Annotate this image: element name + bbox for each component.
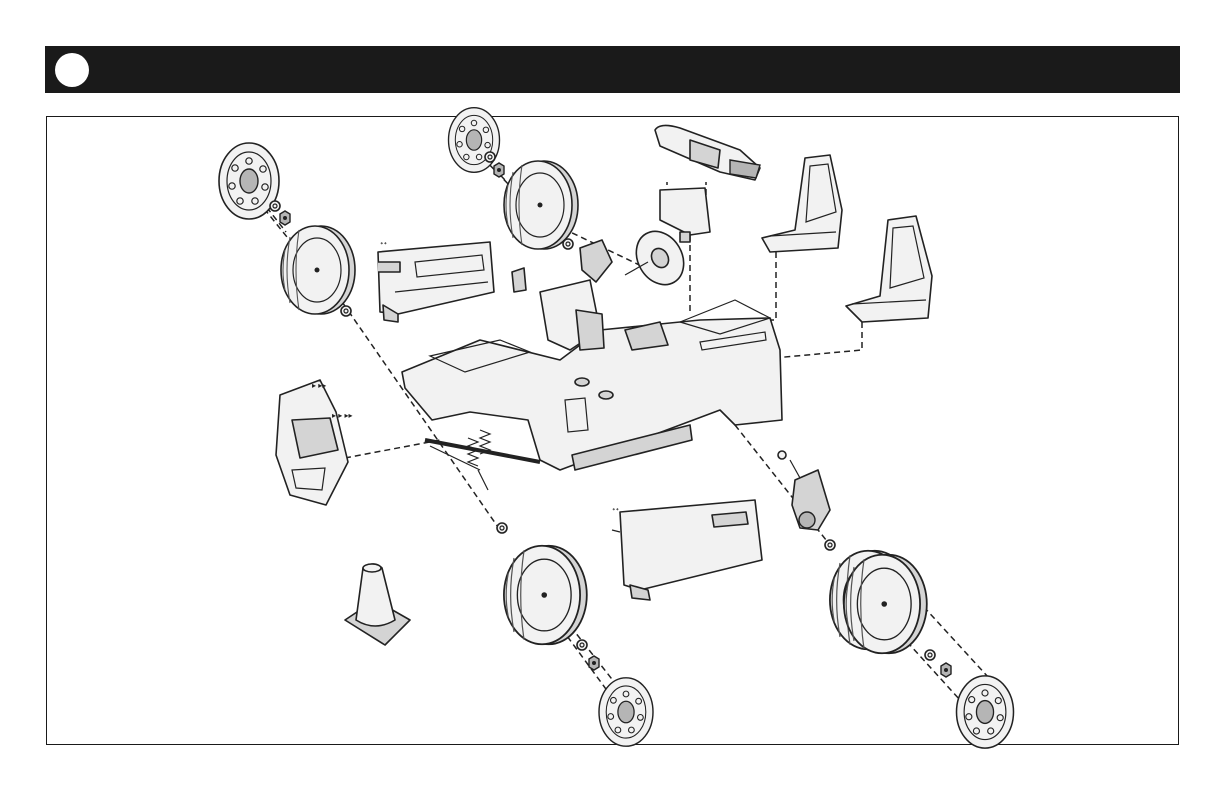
tire <box>504 161 578 249</box>
door-left: ᐩᐩ <box>378 240 494 322</box>
motor-gearbox <box>778 451 830 530</box>
tire <box>504 546 587 645</box>
tire <box>281 226 355 314</box>
grille: ▸ ▸▸ ▸ ▸ ▸▸ <box>276 380 353 505</box>
hub-nut <box>941 663 951 677</box>
seat-rear <box>846 216 932 322</box>
washer <box>825 540 835 550</box>
washer <box>577 640 587 650</box>
washer <box>485 152 495 162</box>
wheel-front-left <box>219 143 355 316</box>
washer <box>497 523 507 533</box>
springs <box>468 430 490 490</box>
traffic-cone <box>345 564 410 645</box>
hubcap <box>449 108 500 173</box>
hub-nut <box>589 656 599 670</box>
svg-text:▸ ▸▸: ▸ ▸▸ <box>312 381 326 390</box>
wheel-rear-left <box>449 108 579 249</box>
washer <box>270 201 280 211</box>
svg-text:ᐩᐩ: ᐩᐩ <box>612 506 620 516</box>
svg-text:ᐩᐩ: ᐩᐩ <box>380 240 388 250</box>
hub-nut <box>494 163 504 177</box>
toy-water-gun <box>655 125 760 180</box>
washer <box>341 306 351 316</box>
washer <box>563 239 573 249</box>
hubcap <box>599 678 653 746</box>
svg-text:▸ ▸ ▸▸: ▸ ▸ ▸▸ <box>332 411 353 420</box>
car-body <box>402 280 782 470</box>
washer <box>925 650 935 660</box>
tire <box>844 555 927 654</box>
hubcap <box>957 676 1014 748</box>
steering-column-housing <box>580 240 612 282</box>
gun-mount <box>660 188 710 242</box>
wheel-rear-right <box>825 540 1014 748</box>
door-right: ᐩᐩ <box>612 500 762 600</box>
hub-nut <box>280 211 290 225</box>
door-latch <box>512 268 526 292</box>
seat-front <box>762 155 842 252</box>
